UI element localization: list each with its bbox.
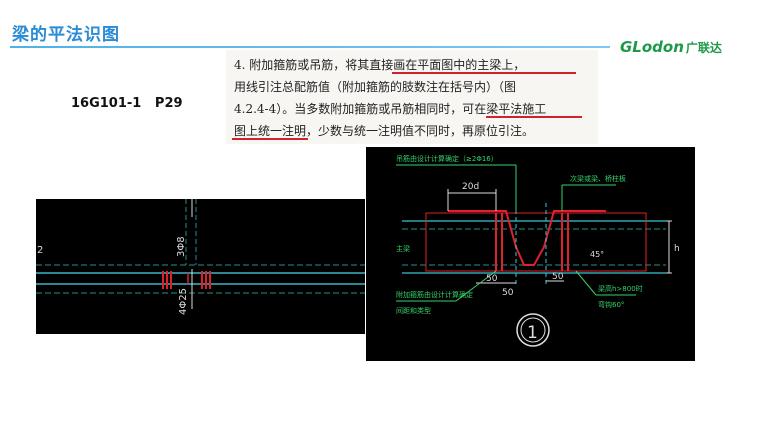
underline-2 [486, 116, 582, 118]
label-secondary: 次梁或梁、桥柱板 [570, 174, 626, 183]
right-cad-drawing: 吊筋由设计计算确定（≥2Φ16） 20d 次梁或梁、桥柱板 主梁 45° h 5… [366, 147, 695, 361]
left-edge-mark: 2 [37, 245, 43, 256]
reference-code: 16G101-1 P29 [71, 96, 183, 111]
label-50-b: 50 [552, 272, 564, 282]
title-divider [10, 46, 610, 48]
label-50-c: 50 [502, 288, 514, 298]
logo-cn: 广联达 [685, 41, 722, 55]
left-cad-drawing: 3Φ8 4Φ25 2 [36, 199, 365, 334]
left-label-top: 3Φ8 [176, 236, 187, 257]
excerpt-image: 4. 附加箍筋或吊筋，将其直接画在平面图中的主梁上， 用线引注总配筋值（附加箍筋… [226, 50, 598, 144]
label-h: h [674, 244, 680, 254]
label-beam-height: 梁高h>800时 [598, 284, 643, 293]
page-title: 梁的平法识图 [12, 25, 120, 45]
label-45: 45° [590, 250, 604, 259]
excerpt-line-1: 4. 附加箍筋或吊筋，将其直接画在平面图中的主梁上， [234, 58, 526, 72]
label-angle: 弯钩60° [598, 300, 624, 309]
excerpt-line-4: 图上统一注明，少数与统一注明值不同时，再原位引注。 [234, 124, 535, 138]
label-hanger: 吊筋由设计计算确定（≥2Φ16） [396, 154, 498, 163]
underline-3 [232, 138, 308, 140]
detail-circle [516, 313, 550, 347]
detail-circle-inner [520, 317, 546, 343]
label-add-stirrup-2: 间距和类型 [396, 306, 431, 315]
label-50-a: 50 [486, 274, 498, 284]
logo-latin: GLodon [620, 38, 684, 56]
underline-1 [392, 72, 576, 74]
detail-number: 1 [527, 323, 538, 343]
label-main-beam: 主梁 [396, 244, 410, 253]
excerpt-line-2: 用线引注总配筋值（附加箍筋的肢数注在括号内）（图 [234, 80, 517, 94]
label-add-stirrup: 附加箍筋由设计计算确定 [396, 290, 473, 299]
label-20d: 20d [462, 182, 479, 192]
left-label-bottom: 4Φ25 [178, 288, 189, 315]
excerpt-line-3: 4.2.4-4）。当多数附加箍筋或吊筋相同时，可在梁平法施工 [234, 102, 547, 116]
